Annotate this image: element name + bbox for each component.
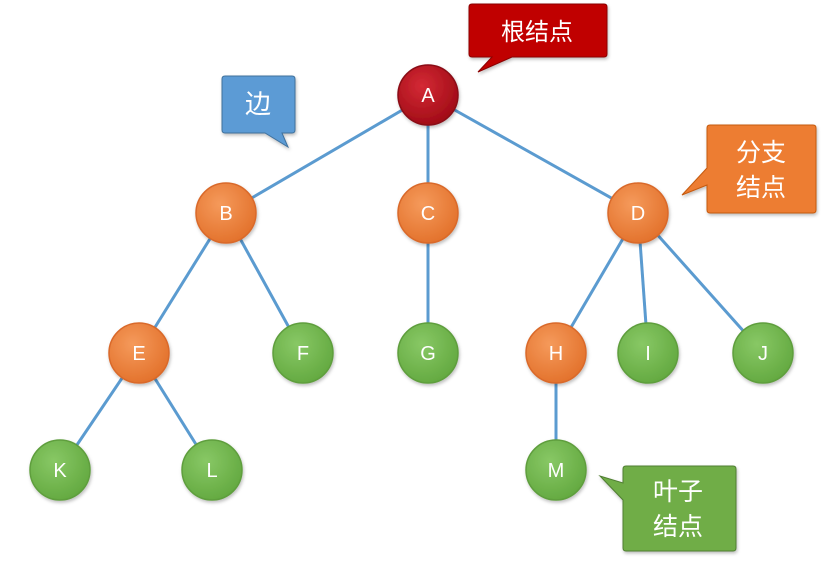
- node-e-label: E: [132, 343, 145, 365]
- node-d-label: D: [631, 203, 645, 225]
- node-i: I: [617, 322, 679, 384]
- node-j: J: [732, 322, 794, 384]
- node-f-label: F: [297, 343, 309, 365]
- node-c-circle: [397, 182, 459, 244]
- callout-leaf-text-line2: 结点: [653, 512, 703, 541]
- callout-leaf-text-line1: 叶子: [653, 477, 703, 506]
- node-j-circle: [732, 322, 794, 384]
- node-h: H: [525, 322, 587, 384]
- callout-root-node: 根结点: [468, 3, 608, 73]
- node-b-circle: [195, 182, 257, 244]
- callout-leaf-shape: [598, 465, 737, 552]
- node-g-label: G: [420, 343, 436, 365]
- node-m: M: [525, 439, 587, 501]
- callout-root-text: 根结点: [501, 18, 573, 46]
- nodes: A B C D E F G H I J K L M: [29, 64, 794, 501]
- node-k-circle: [29, 439, 91, 501]
- node-l: L: [181, 439, 243, 501]
- node-d-circle: [607, 182, 669, 244]
- node-k: K: [29, 439, 91, 501]
- node-b: B: [195, 182, 257, 244]
- node-g: G: [397, 322, 459, 384]
- node-e: E: [108, 322, 170, 384]
- node-d: D: [607, 182, 669, 244]
- node-i-circle: [617, 322, 679, 384]
- node-m-label: M: [548, 460, 565, 482]
- callout-branch-text-line1: 分支: [736, 138, 786, 167]
- node-e-circle: [108, 322, 170, 384]
- node-f: F: [272, 322, 334, 384]
- callout-edge-shape: [221, 75, 296, 149]
- callout-branch-node: 分支 结点: [681, 124, 817, 214]
- node-g-circle: [397, 322, 459, 384]
- callout-leaf-node: 叶子 结点: [598, 465, 737, 552]
- edge-a-b: [225, 93, 429, 215]
- node-b-label: B: [219, 203, 232, 225]
- node-c: C: [397, 182, 459, 244]
- callout-edge: 边: [221, 75, 296, 149]
- node-c-label: C: [421, 203, 435, 225]
- node-h-label: H: [549, 343, 563, 365]
- node-a-circle: [397, 64, 459, 126]
- node-l-circle: [181, 439, 243, 501]
- callout-branch-shape: [681, 124, 817, 214]
- node-i-label: I: [645, 343, 651, 365]
- node-a-label: A: [421, 85, 435, 107]
- edges: [58, 93, 765, 471]
- callout-branch-text-line2: 结点: [736, 173, 786, 202]
- node-h-circle: [525, 322, 587, 384]
- node-a: A: [397, 64, 459, 126]
- node-j-label: J: [758, 343, 768, 365]
- node-l-label: L: [206, 460, 217, 482]
- node-m-circle: [525, 439, 587, 501]
- callout-root-shape: [468, 3, 608, 73]
- node-f-circle: [272, 322, 334, 384]
- callout-edge-text: 边: [245, 90, 271, 120]
- edge-d-j: [636, 212, 765, 354]
- node-k-label: K: [53, 460, 67, 482]
- edge-a-d: [427, 93, 639, 215]
